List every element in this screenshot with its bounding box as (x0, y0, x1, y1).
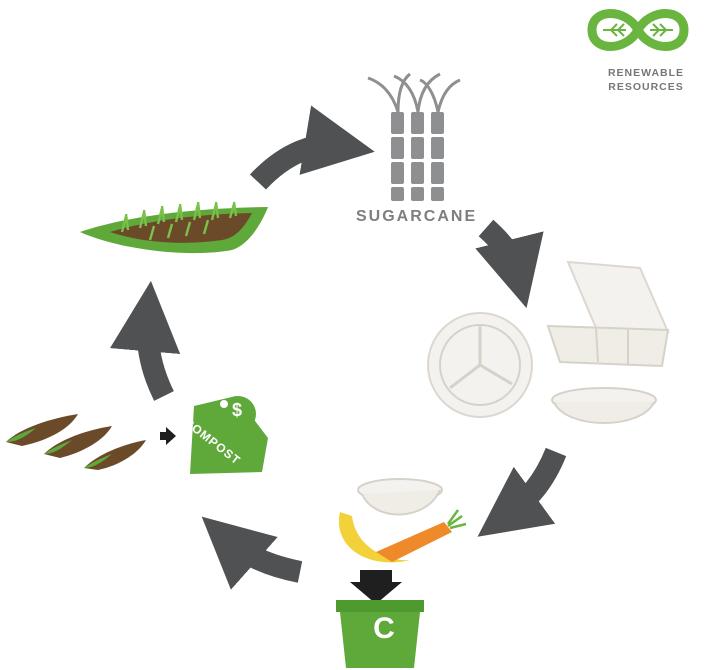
renewable-resources-label: RENEWABLE RESOURCES (596, 66, 696, 94)
renewable-line-2: RESOURCES (608, 81, 684, 93)
cycle-arrows (110, 105, 567, 590)
food-waste-icon (338, 478, 467, 563)
tag-dollar-symbol: $ (232, 400, 243, 420)
arrow-bin-to-compost (201, 516, 303, 590)
infinity-leaf-icon (587, 9, 689, 51)
compost-bin-letter: C (373, 612, 395, 645)
arrow-tableware-to-waste (477, 447, 567, 537)
tableware-icon (427, 260, 670, 424)
compost-tag-icon (190, 396, 268, 474)
sugarcane-icon (367, 72, 461, 201)
compost-bin-icon (336, 570, 424, 668)
arrow-compost-to-field (110, 280, 181, 401)
soil-strips-icon (6, 414, 176, 470)
sugarcane-label: SUGARCANE (356, 208, 478, 225)
arrow-sugarcane-to-tableware (475, 219, 544, 309)
renewable-line-1: RENEWABLE (607, 67, 685, 79)
arrow-field-to-sugarcane (249, 105, 375, 190)
field-icon (80, 201, 268, 254)
